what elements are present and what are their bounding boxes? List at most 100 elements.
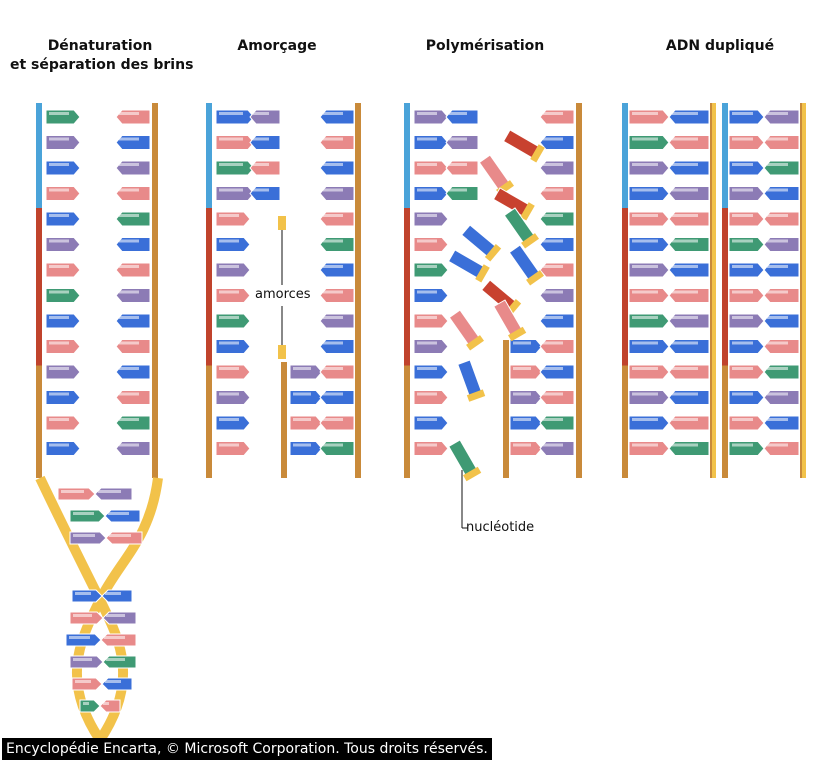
col2-right-base-shine <box>323 342 343 345</box>
copy2-base-left-shine <box>732 342 753 345</box>
title-denaturation: Dénaturation et séparation des brins <box>10 37 190 75</box>
title-denaturation-line2: et séparation des brins <box>10 56 190 75</box>
col3-right-backbone-segment <box>576 103 582 478</box>
copy1-base-right-shine <box>672 291 698 294</box>
copy2-base-right-shine <box>767 393 788 396</box>
helix-base <box>58 488 95 500</box>
col3-right-base-pair-shine <box>513 367 531 370</box>
copy1-base-left-shine <box>632 189 658 192</box>
col3-left-base-shine <box>417 444 437 447</box>
col2-left-base-shine <box>219 342 239 345</box>
copy1-left-backbone-segment <box>622 366 628 479</box>
col2-left-backbone-segment <box>206 208 212 366</box>
copy2-left-backbone-segment <box>722 103 728 208</box>
col3-right-base-shine <box>543 214 563 217</box>
copy2-base-right-shine <box>767 138 788 141</box>
col1-left-base-shine <box>49 444 69 447</box>
col2-left-base-shine <box>219 163 243 166</box>
copy2-base-right-shine <box>767 265 788 268</box>
copy1-base-right-shine <box>672 240 698 243</box>
helix-base <box>106 532 142 544</box>
copy1-new-strand <box>712 103 716 478</box>
col3-left-base-shine <box>417 342 437 345</box>
col3-left-base-shine <box>417 418 437 421</box>
copy2-base-right-shine <box>767 214 788 217</box>
col3-right-base-shine <box>543 112 563 115</box>
copy1-base-left-shine <box>632 291 658 294</box>
col1-left-base-shine <box>49 393 69 396</box>
copy1-base-right-shine <box>672 189 698 192</box>
copyright-footer: Encyclopédie Encarta, © Microsoft Corpor… <box>2 738 492 760</box>
col3-right-base-shine <box>543 138 563 141</box>
col1-right-base-shine <box>119 189 139 192</box>
helix-base <box>105 510 140 522</box>
helix-base <box>72 590 102 602</box>
copy2-base-right-shine <box>767 163 788 166</box>
copy1-base-right-shine <box>672 444 698 447</box>
copy2-base-left-shine <box>732 316 753 319</box>
col3-left-base-shine <box>417 112 437 115</box>
col2-right-base-pair-shine <box>293 393 311 396</box>
col1-right-base-shine <box>119 444 139 447</box>
copy1-base-right-shine <box>672 163 698 166</box>
free-nucleotide <box>456 359 485 401</box>
copy2-left-backbone-segment <box>722 208 728 366</box>
col2-left-base-shine <box>219 393 239 396</box>
col2-right-base-shine <box>323 418 343 421</box>
copy2-base-left-shine <box>732 214 753 217</box>
free-nucleotide <box>508 244 544 286</box>
col2-right-base-shine <box>323 189 343 192</box>
copy2-base-left-shine <box>732 240 753 243</box>
col3-left-backbone-segment <box>404 103 410 208</box>
helix-base-shine <box>109 534 131 537</box>
col2-left-base-shine <box>219 189 243 192</box>
copy1-left-backbone-segment <box>622 208 628 366</box>
copy2-base-left-shine <box>732 265 753 268</box>
col3-left-base-pair-shine <box>449 112 467 115</box>
free-nucleotide-base <box>458 360 482 396</box>
col3-right-base-shine <box>543 189 563 192</box>
copy1-base-right-shine <box>672 418 698 421</box>
col3-right-base-shine <box>543 316 563 319</box>
col1-left-base-shine <box>49 240 69 243</box>
col2-left-base-pair-shine <box>253 163 269 166</box>
copy2-base-right-shine <box>767 189 788 192</box>
helix-base-shine <box>73 614 92 617</box>
title-adn-duplique: ADN dupliqué <box>655 37 785 56</box>
free-nucleotide <box>503 128 545 162</box>
copy2-base-right-shine <box>767 367 788 370</box>
col3-new-strand-backbone <box>503 340 509 478</box>
col1-right-base-shine <box>119 138 139 141</box>
helix-base-shine <box>105 592 121 595</box>
helix-base <box>103 656 136 668</box>
col1-right-base-shine <box>119 240 139 243</box>
helix-base <box>95 488 132 500</box>
helix-base <box>70 612 103 624</box>
col2-right-base-shine <box>323 240 343 243</box>
helix-base-shine <box>105 680 121 683</box>
col3-right-base-shine <box>543 163 563 166</box>
helix-base-shine <box>73 512 94 515</box>
helix-base-shine <box>83 702 89 705</box>
helix-base-shine <box>98 490 121 493</box>
col2-right-base-shine <box>323 316 343 319</box>
col1-right-base-shine <box>119 291 139 294</box>
copy1-base-left-shine <box>632 418 658 421</box>
col1-left-base-shine <box>49 112 69 115</box>
helix-base <box>70 510 105 522</box>
helix-base-shine <box>106 658 125 661</box>
helix-base-shine <box>108 512 129 515</box>
col1-left-base-shine <box>49 163 69 166</box>
col1-left-base-shine <box>49 342 69 345</box>
helix-base-shine <box>61 490 84 493</box>
col1-right-base-shine <box>119 342 139 345</box>
col3-left-base-shine <box>417 163 437 166</box>
col3-left-base-shine <box>417 138 437 141</box>
col3-right-base-shine <box>543 291 563 294</box>
new-strand-backbone <box>281 362 287 478</box>
copy2-base-left-shine <box>732 367 753 370</box>
copy2-base-right-shine <box>767 316 788 319</box>
col2-left-base-shine <box>219 418 239 421</box>
